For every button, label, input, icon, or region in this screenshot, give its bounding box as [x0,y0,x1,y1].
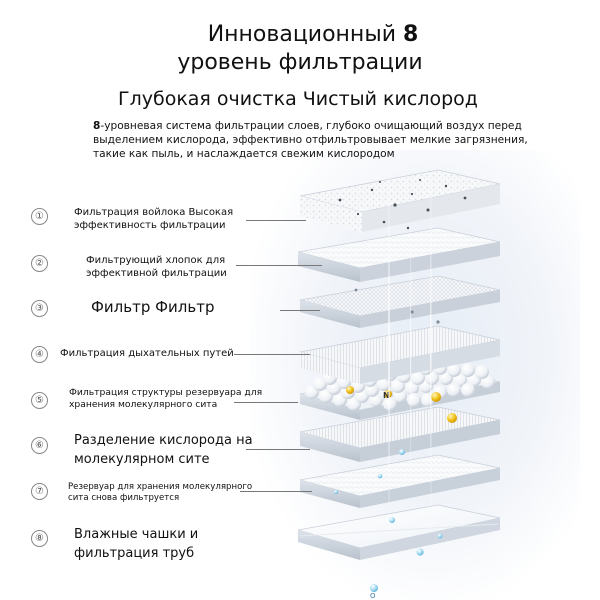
layer-label-7-line-2: сита снова фильтруется [68,493,180,503]
layer-number-7: ⑦ [31,483,48,500]
layer-3-slab [299,275,501,328]
leader-line-3 [280,310,320,311]
leader-line-4 [234,354,310,355]
nitrogen-molecule-icon [346,386,354,394]
title-line-2: уровень фильтрации [177,50,423,75]
layer-label-4-line-1: Фильтрация дыхательных путей [60,348,234,359]
layer-number-5: ⑤ [31,392,48,409]
layer-label-1-line-2: эффективность фильтрации [74,220,226,231]
layer-label-5-line-2: хранения молекулярного сита [69,399,218,410]
layer-label-2-line-1: Фильтрующий хлопок для [86,255,226,266]
title-line-1-text: Инновационный [207,22,396,47]
layer-label-7-line-1: Резервуар для хранения молекулярного [68,482,253,492]
title-line-1-number: 8 [403,22,419,47]
nitrogen-molecule-icon [431,392,441,402]
description-bold: 8 [93,120,101,132]
leader-line-5 [234,402,298,403]
nitrogen-label: N [383,391,390,400]
layer-number-2: ② [31,255,48,272]
layer-label-2: Фильтрующий хлопок для эффективной фильт… [86,254,227,280]
oxygen-bubbles: O [334,449,443,600]
layer-label-4: Фильтрация дыхательных путей [60,347,234,360]
layer-8-slab [297,504,501,560]
layer-label-8-line-1: Влажные чашки и [74,527,199,542]
layer-7-slab [299,454,501,508]
layer-number-8: ⑧ [31,530,48,547]
description-text: -уровневая система фильтрации слоев, глу… [93,120,528,160]
layer-number-6: ⑥ [31,437,48,454]
description: 8-уровневая система фильтрации слоев, гл… [93,119,533,161]
layer-1-slab [299,169,501,232]
layer-label-8: Влажные чашки и фильтрация труб [74,525,198,563]
layer-label-1: Фильтрация войлока Высокая эффективность… [74,206,233,232]
layer-label-8-line-2: фильтрация труб [74,546,195,561]
leader-line-2 [236,265,322,266]
light-rays [388,150,432,550]
leader-line-7 [240,491,312,492]
layer-label-6: Разделение кислорода на молекулярном сит… [74,431,253,469]
layer-label-7: Резервуар для хранения молекулярного сит… [68,482,252,504]
oxygen-label: O [370,592,376,600]
layer-label-5: Фильтрация структуры резервуара для хран… [69,387,262,411]
subtitle: Глубокая очистка Чистый кислород [118,88,478,110]
layer-label-5-line-1: Фильтрация структуры резервуара для [69,387,263,398]
layer-label-6-line-2: молекулярном сите [74,452,210,467]
layer-number-4: ④ [31,346,48,363]
layer-label-1-line-1: Фильтрация войлока Высокая [74,207,234,218]
dust-particles [338,179,467,230]
layer-label-6-line-1: Разделение кислорода на [74,433,253,448]
layer-number-1: ① [31,208,48,225]
layer-label-2-line-2: эффективной фильтрации [86,268,227,279]
leader-line-1 [246,220,306,221]
title-line-1: Инновационный 8 [0,22,600,47]
layer-2-slab [297,227,501,282]
layer-number-3: ③ [31,300,48,317]
layer-label-3: Фильтр Фильтр [91,298,214,317]
leader-line-6 [246,449,310,450]
layer-label-3-line-1: Фильтр Фильтр [91,298,215,316]
nitrogen-molecule-icon [447,413,457,423]
